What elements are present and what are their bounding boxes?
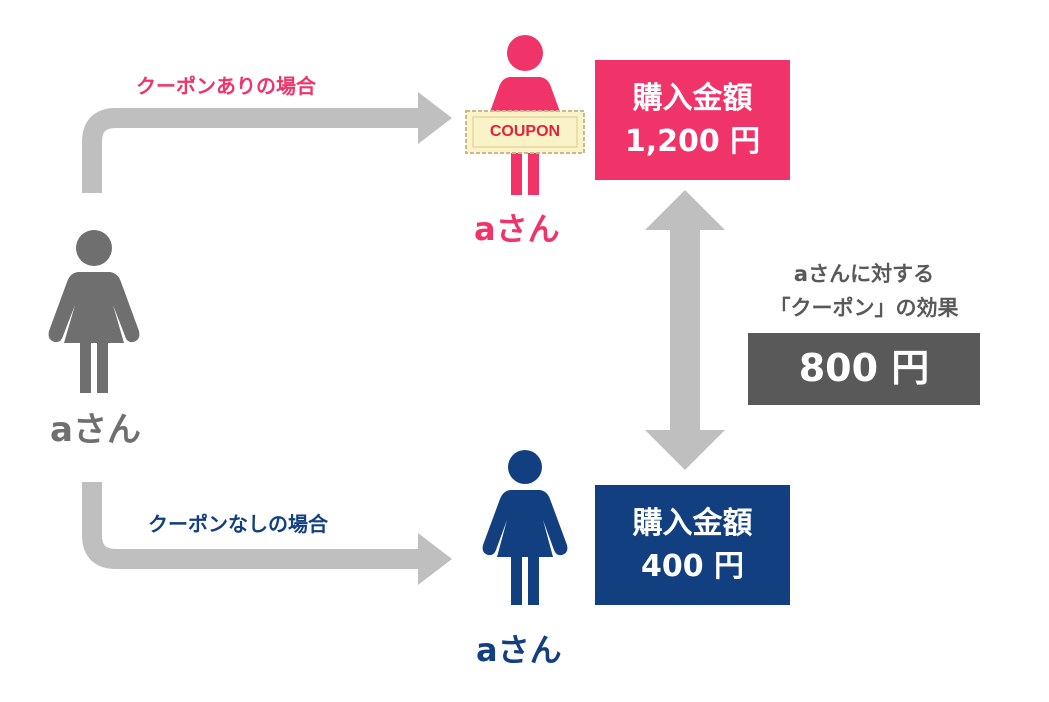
purchase-box-title: 購入金額 <box>632 505 753 541</box>
effect-value: 800 円 <box>798 346 930 391</box>
woman-icon <box>482 450 568 605</box>
woman-icon <box>48 230 140 393</box>
effect-caption-line1: aさんに対する <box>793 262 935 286</box>
nocoupon-person-name: aさん <box>476 631 562 669</box>
purchase-box-amount: 1,200 円 <box>624 124 761 159</box>
woman-holding-coupon-icon <box>465 35 585 195</box>
purchase-box-title: 購入金額 <box>632 80 753 116</box>
effect-value-box: 800 円 <box>748 333 980 405</box>
arrow-with-coupon-path <box>82 92 452 193</box>
coupon-person-name: aさん <box>474 210 560 248</box>
without-coupon-purchase-box: 購入金額 400 円 <box>595 485 790 605</box>
without-coupon-path-label: クーポンなしの場合 <box>148 512 328 536</box>
coupon-ticket-text: COUPON <box>489 123 561 140</box>
with-coupon-path-label: クーポンありの場合 <box>136 74 316 98</box>
coupon-ticket <box>465 110 585 154</box>
arrow-without-coupon-path <box>82 482 452 585</box>
left-person-name: aさん <box>50 410 141 450</box>
effect-caption-line2: 「クーポン」の効果 <box>769 296 959 320</box>
with-coupon-purchase-box: 購入金額 1,200 円 <box>595 60 790 180</box>
purchase-box-amount: 400 円 <box>640 549 745 584</box>
double-arrow-comparison <box>645 190 725 470</box>
